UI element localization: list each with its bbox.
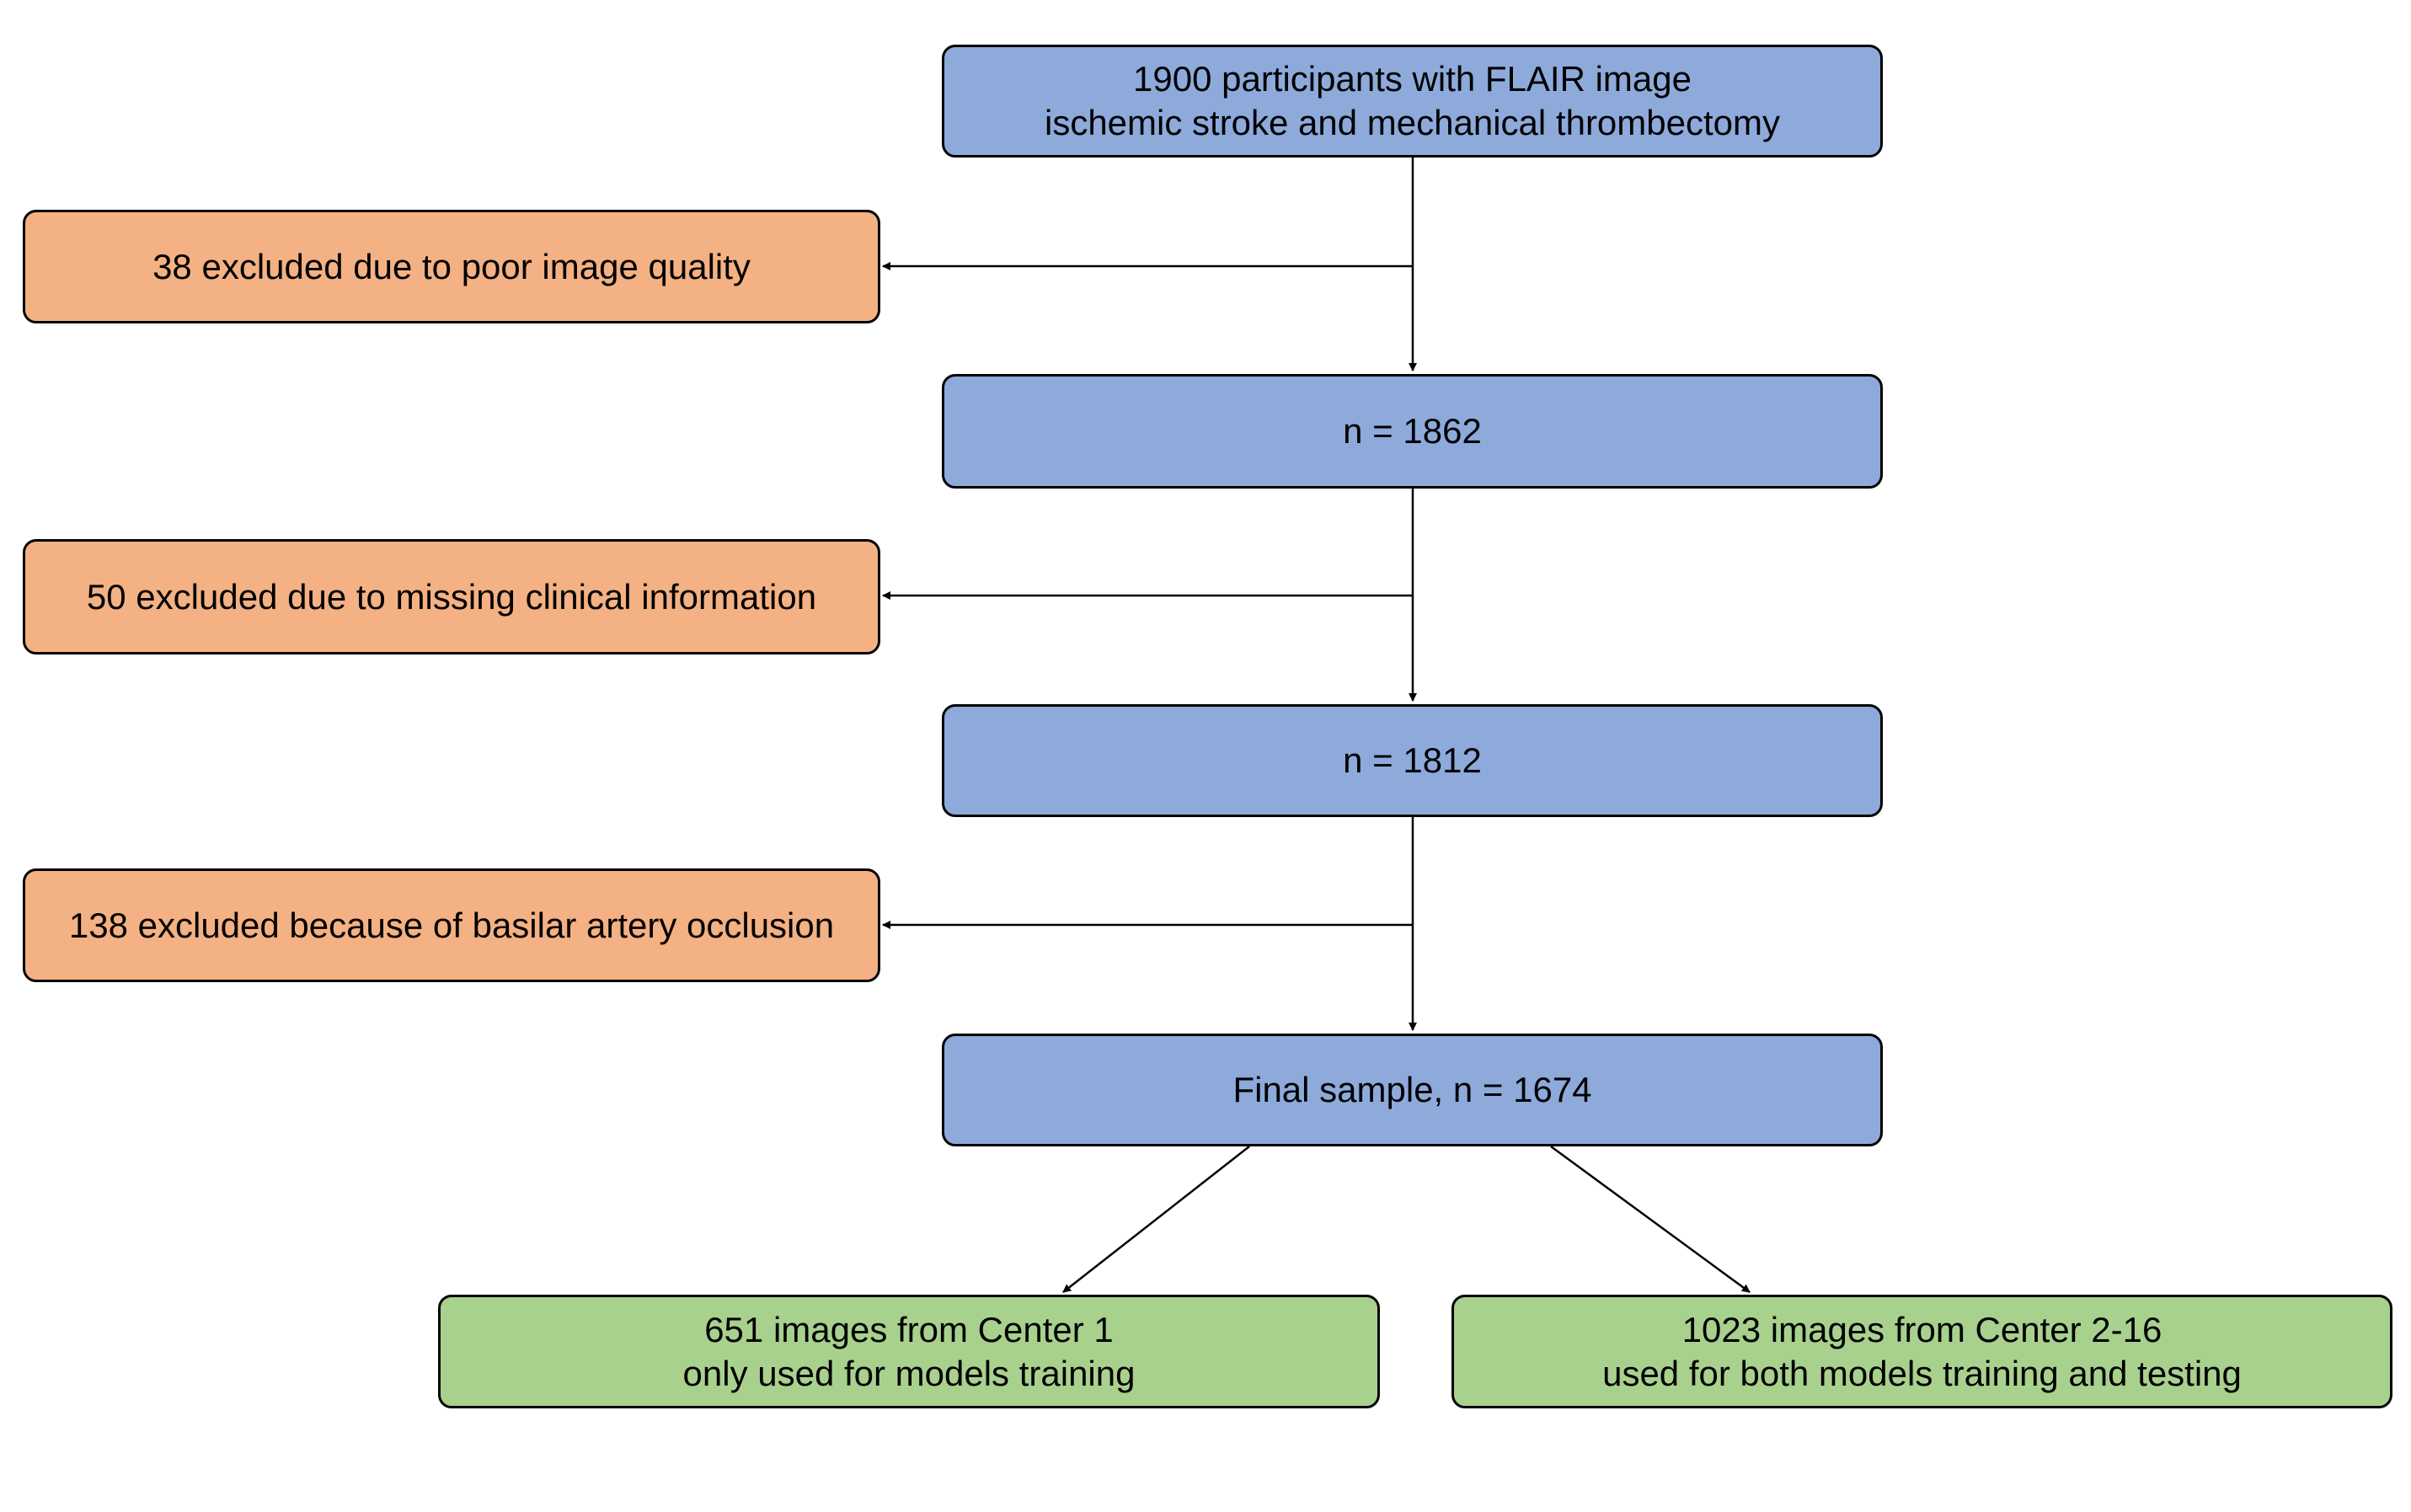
exclusion-box-basilar-artery: 138 excluded because of basilar artery o… — [23, 868, 880, 982]
arrow-final-to-center1 — [1062, 1146, 1250, 1293]
center-1-line-1: 651 images from Center 1 — [704, 1309, 1114, 1349]
count-box-1812: n = 1812 — [942, 704, 1883, 817]
participants-line-1: 1900 participants with FLAIR image — [1133, 59, 1692, 99]
count-label-1862: n = 1862 — [1343, 411, 1482, 451]
center-1-box: 651 images from Center 1 only used for m… — [438, 1295, 1380, 1408]
center-2-16-line-2: used for both models training and testin… — [1602, 1353, 2242, 1393]
exclusion-label-image-quality: 38 excluded due to poor image quality — [152, 246, 751, 286]
exclusion-label-clinical-information: 50 excluded due to missing clinical info… — [86, 576, 817, 617]
center-2-16-box: 1023 images from Center 2-16 used for bo… — [1451, 1295, 2392, 1408]
participants-box: 1900 participants with FLAIR image ische… — [942, 45, 1883, 158]
center-1-line-2: only used for models training — [682, 1353, 1136, 1393]
exclusion-label-basilar-artery: 138 excluded because of basilar artery o… — [68, 905, 835, 945]
final-sample-box: Final sample, n = 1674 — [942, 1034, 1883, 1146]
count-box-1862: n = 1862 — [942, 374, 1883, 489]
count-label-1812: n = 1812 — [1343, 740, 1482, 780]
exclusion-box-image-quality: 38 excluded due to poor image quality — [23, 210, 880, 323]
arrow-final-to-center2 — [1550, 1145, 1751, 1294]
final-sample-label: Final sample, n = 1674 — [1232, 1070, 1592, 1109]
center-2-16-line-1: 1023 images from Center 2-16 — [1681, 1309, 2162, 1349]
exclusion-box-clinical-information: 50 excluded due to missing clinical info… — [23, 539, 880, 654]
participants-line-2: ischemic stroke and mechanical thrombect… — [1044, 103, 1781, 142]
